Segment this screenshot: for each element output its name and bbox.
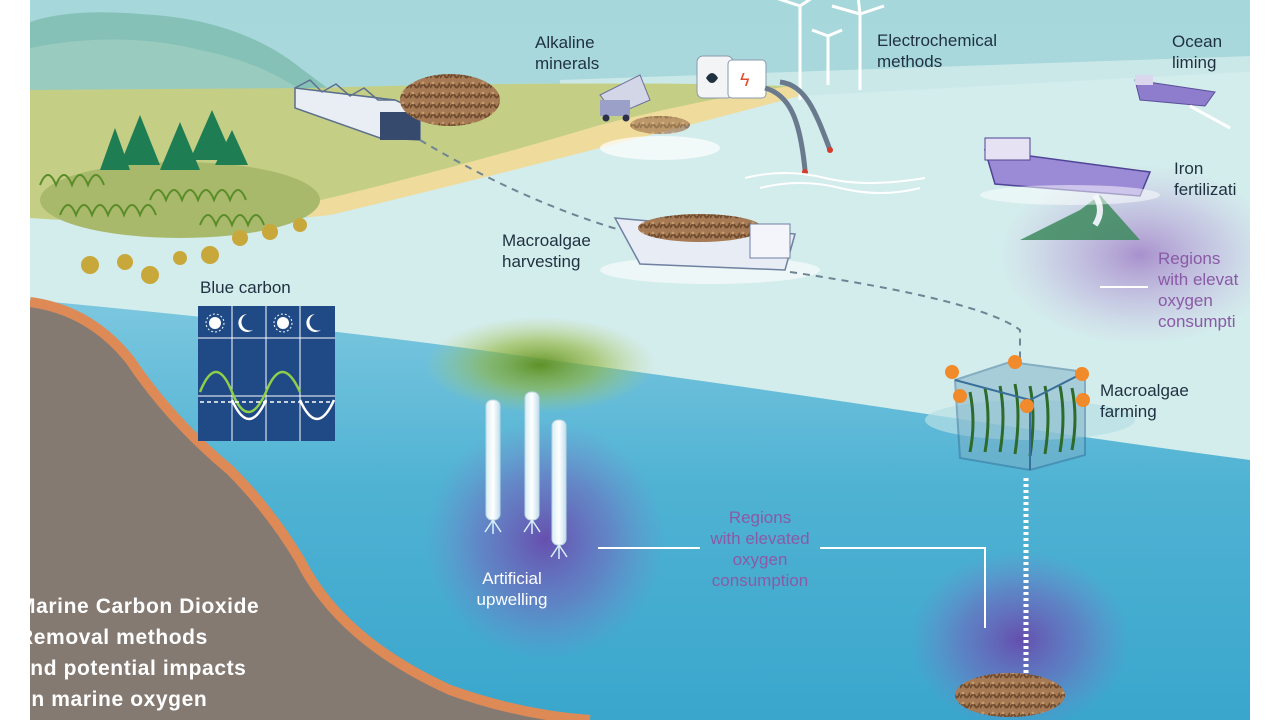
seabed-edge [29, 297, 591, 720]
title-line-4: on marine oxygen [18, 688, 208, 711]
plankton-bloom [425, 317, 655, 413]
label-line: Regions [1158, 249, 1221, 268]
label-line: Macroalgae [502, 231, 591, 250]
label-line: consumpti [1158, 312, 1236, 331]
label-line: Electrochemical [877, 31, 997, 50]
label-line: consumption [711, 571, 809, 590]
harvested-algae-pile [400, 74, 500, 126]
label-line: oxygen [1158, 291, 1213, 310]
coastal-forest [39, 110, 320, 284]
seabed [30, 302, 590, 720]
truck-icon [599, 74, 720, 160]
label-line: farming [1100, 402, 1157, 421]
label-line: Ocean [1172, 32, 1223, 51]
label-line: oxygen [732, 550, 788, 569]
label-line: upwelling [476, 590, 548, 609]
ship-icon [1134, 75, 1231, 130]
label-regions-center: Regions with elevated oxygen consumption [695, 507, 825, 591]
label-blue-carbon: Blue carbon [200, 278, 291, 297]
buoy-icon [945, 355, 1090, 413]
region-connector-lines [598, 286, 1148, 628]
right-border [1250, 0, 1280, 720]
label-line: Artificial [482, 569, 542, 588]
label-line: Alkaline [535, 33, 595, 52]
electrochemical-plant-icon: ϟ [696, 55, 926, 194]
label-macroalgae-harvesting: Macroalgae harvesting [502, 230, 591, 272]
label-line: fertilizati [1174, 180, 1237, 199]
label-line: Macroalgae [1100, 381, 1189, 400]
label-regions-right: Regions with elevat oxygen consumpti [1158, 248, 1238, 332]
label-line: liming [1172, 53, 1217, 72]
label-electrochemical-methods: Electrochemical methods [877, 30, 997, 72]
label-artificial-upwelling: Artificial upwelling [462, 568, 562, 610]
title-line-2: Removal methods [18, 626, 208, 649]
harvesting-vessel [600, 214, 820, 284]
svg-text:ϟ: ϟ [740, 70, 750, 90]
factory-icon [294, 79, 421, 141]
distant-hill-front [30, 39, 300, 95]
upwelling-pipe-icon [484, 391, 568, 559]
label-line: Iron [1174, 159, 1204, 178]
label-ocean-liming: Ocean liming [1172, 31, 1222, 73]
sun-icon [205, 313, 293, 333]
title-line-3: and potential impacts [18, 657, 247, 680]
oxygen-region-glow-upwelling [425, 420, 665, 660]
seafloor-algae-deposit [955, 673, 1065, 717]
iron-fertilization-ship [980, 137, 1160, 240]
label-line: with elevated [710, 529, 810, 548]
label-alkaline-minerals: Alkaline minerals [535, 32, 599, 74]
label-line: Regions [728, 508, 792, 527]
moon-icon [238, 314, 321, 332]
oxygen-region-glow-right [1000, 165, 1280, 345]
blue-carbon-panel [198, 306, 336, 441]
title-line-1: Marine Carbon Dioxide [18, 595, 260, 618]
label-line: methods [877, 52, 943, 71]
harvest-route-line [419, 139, 1021, 365]
label-iron-fertilization: Iron fertilizati [1174, 158, 1236, 200]
label-line: with elevat [1158, 270, 1239, 289]
label-line: minerals [535, 54, 600, 73]
label-macroalgae-farming: Macroalgae farming [1100, 380, 1189, 422]
left-border [0, 0, 30, 720]
oxygen-region-glow-bottom [910, 550, 1130, 720]
label-line: harvesting [502, 252, 581, 271]
algae-cage-icon [925, 355, 1135, 472]
wind-turbine-icon [777, 0, 885, 100]
